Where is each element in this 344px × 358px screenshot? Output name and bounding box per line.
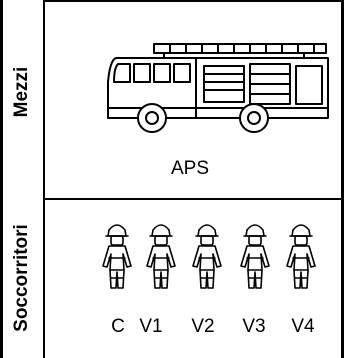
frame-top-border xyxy=(43,0,344,2)
firefighter-icon xyxy=(238,220,272,292)
rescuer-label: V2 xyxy=(191,316,215,337)
frame-section-divider xyxy=(43,198,344,200)
frame-divider-vertical xyxy=(43,0,45,358)
rescuer-label: V3 xyxy=(242,316,266,337)
frame-left-border xyxy=(0,0,3,358)
section-label-vehicles: Mezzi xyxy=(11,66,32,118)
firefighter-icon xyxy=(190,220,224,292)
firefighter-icon xyxy=(100,220,134,292)
rescuer-label: V4 xyxy=(291,316,315,337)
firefighter-icon xyxy=(284,220,318,292)
fire-truck-icon xyxy=(104,42,340,134)
section-label-rescuers: Soccorritori xyxy=(11,224,32,332)
rescuer-label: C xyxy=(111,316,125,337)
vehicle-caption: APS xyxy=(170,158,210,179)
rescuer-label: V1 xyxy=(139,316,163,337)
frame-right-border xyxy=(341,0,344,358)
firefighter-icon xyxy=(144,220,178,292)
